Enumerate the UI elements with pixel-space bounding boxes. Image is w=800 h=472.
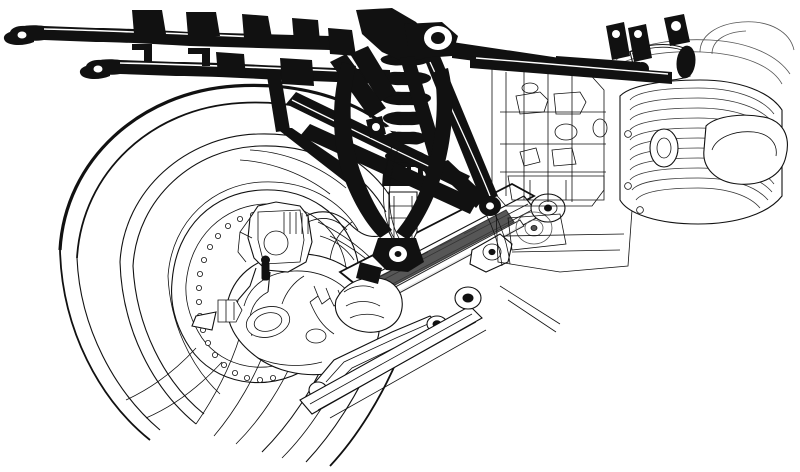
universal-joint-boot (334, 277, 403, 333)
rear-brake-caliper (191, 201, 381, 331)
frame-loop-tubes (266, 46, 501, 284)
lower-right-ghost-lines (499, 285, 561, 333)
cables-and-hoses (281, 145, 511, 305)
bleed-nipple (261, 261, 270, 281)
swingarm-pivot (530, 193, 566, 223)
final-drive-housing (226, 253, 381, 376)
rear-subframe (3, 8, 690, 86)
cylinder-head (609, 21, 795, 225)
gearbox-housing (491, 61, 633, 273)
